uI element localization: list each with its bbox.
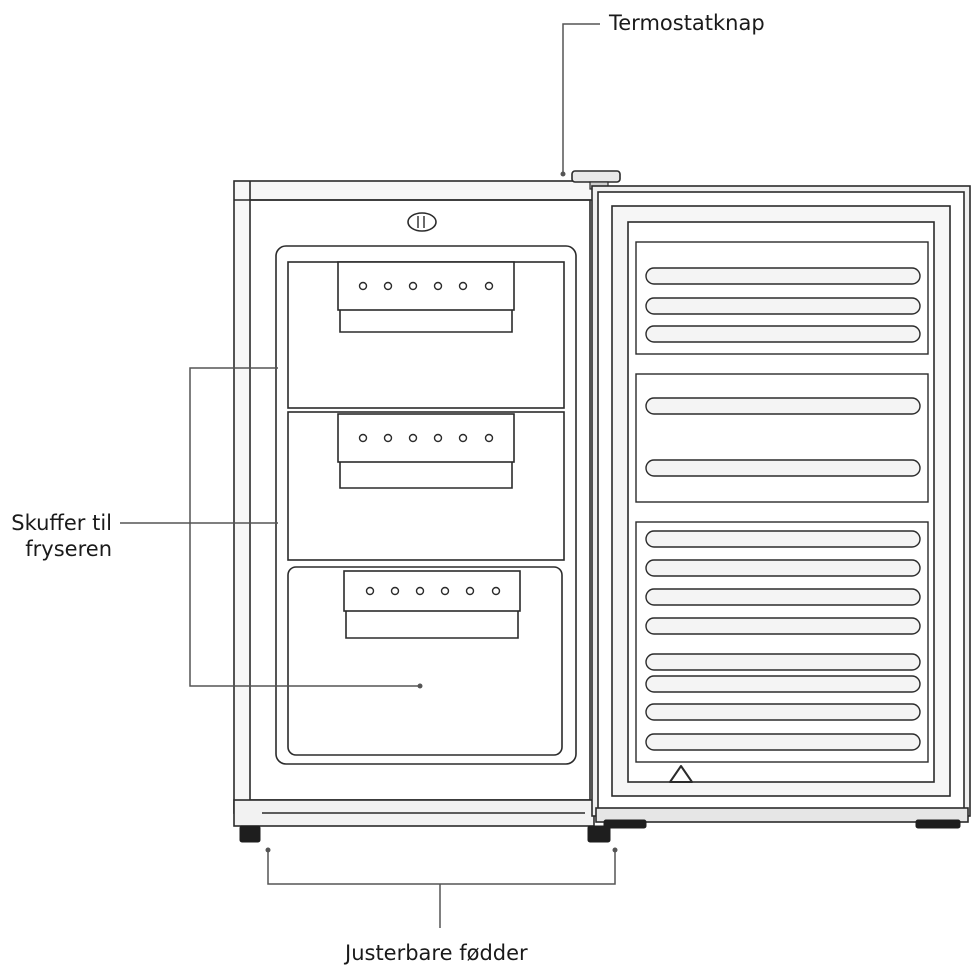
thermostat-label: Termostatknap [609,11,765,35]
brand-logo-icon [407,212,437,232]
freezer-drawers-label-line1: Skuffer til [11,511,112,535]
adjustable-feet-label: Justerbare fødder [345,941,528,965]
adjustable-feet [239,819,961,843]
freezer-drawer [287,261,565,409]
recycle-symbol-icon [669,765,693,783]
freezer-drawers-label-line2: fryseren [25,537,112,561]
leader-dots [265,171,618,853]
freezer-drawer [287,411,565,561]
leader-lines [120,23,616,928]
drawer-compartment [275,245,577,765]
freezer-drawers-label: Skuffer til fryseren [0,510,112,562]
door-ridges [645,267,921,751]
freezer-drawer [287,566,563,756]
